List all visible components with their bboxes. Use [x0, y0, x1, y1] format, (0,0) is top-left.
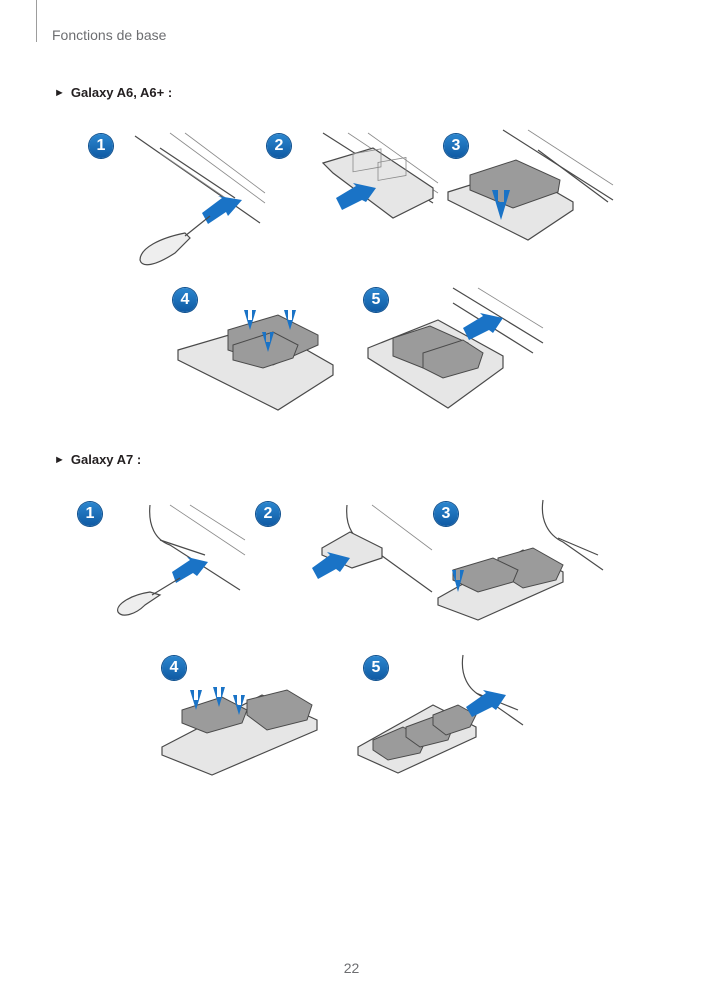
step-badge-3: 3	[444, 134, 468, 158]
page-header: Fonctions de base	[52, 27, 167, 43]
illustration-tray-in-a6	[367, 287, 544, 409]
section-title-a6: ► Galaxy A6, A6+ :	[54, 85, 172, 100]
illustration-tray-out-a7	[312, 504, 433, 593]
step-badge-4: 4	[162, 656, 186, 680]
step-badge-2: 2	[256, 502, 280, 526]
illustration-tray-out-a6	[321, 132, 439, 219]
illustration-card-seated-a7	[161, 687, 318, 776]
illustration-tray-in-a7	[357, 654, 524, 774]
step-badge-3: 3	[434, 502, 458, 526]
bullet-arrow-icon: ►	[54, 86, 65, 99]
section-title-a7-label: Galaxy A7 :	[70, 452, 142, 467]
header-rule	[36, 0, 37, 42]
illustration-eject-pin-a7	[117, 504, 246, 616]
section-title-a6-label: Galaxy A6, A6+ :	[70, 85, 173, 100]
step-badge-4: 4	[173, 288, 197, 312]
step-badge-1: 1	[89, 134, 113, 158]
step-badge-2: 2	[267, 134, 291, 158]
illustration-card-insert-a6	[447, 129, 614, 241]
bullet-arrow-icon: ►	[54, 453, 65, 466]
illustration-eject-pin-a6	[134, 132, 266, 266]
section-title-a7: ► Galaxy A7 :	[54, 452, 141, 467]
step-badge-5: 5	[364, 656, 388, 680]
illustration-card-insert-a7	[437, 499, 604, 621]
step-badge-5: 5	[364, 288, 388, 312]
step-badge-1: 1	[78, 502, 102, 526]
illustration-card-seated-a6	[177, 310, 334, 411]
page-number: 22	[343, 960, 360, 976]
